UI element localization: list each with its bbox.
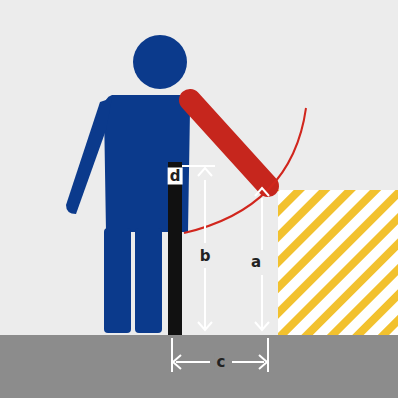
hazard-zone xyxy=(278,190,398,335)
dimension-label: c xyxy=(215,354,228,371)
floor xyxy=(0,335,398,398)
dimension-lines xyxy=(172,166,269,372)
reaching-arm xyxy=(190,100,268,186)
barrier xyxy=(168,162,182,335)
reach-arc xyxy=(184,108,306,233)
dimension-label: b xyxy=(198,248,213,265)
dimension-label: d xyxy=(168,168,183,185)
dimension-label: a xyxy=(249,254,263,271)
